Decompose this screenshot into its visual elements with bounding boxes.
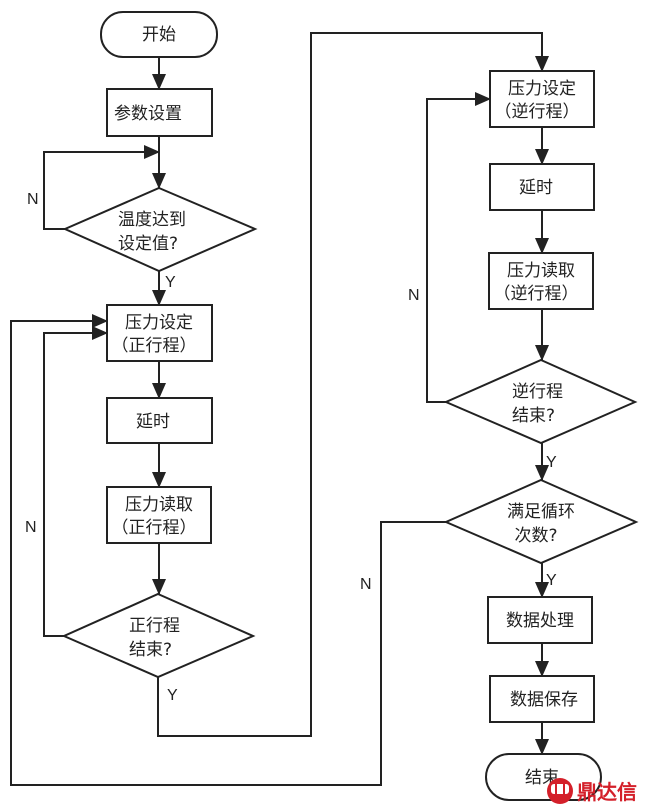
- node-rev-set: 压力设定 （逆行程）: [489, 70, 595, 128]
- process-data-box: [487, 596, 593, 644]
- rev-end-line2: 结束?: [512, 406, 555, 426]
- node-fwd-set: 压力设定 （正行程）: [106, 304, 213, 362]
- save-data-box: [489, 675, 595, 723]
- node-process-data: 数据处理: [487, 596, 593, 644]
- process-data-label: 数据处理: [506, 611, 574, 631]
- node-rev-read: 压力读取 （逆行程）: [488, 252, 594, 310]
- fwd-end-line1: 正行程: [129, 616, 180, 636]
- rev-delay-box: [489, 163, 595, 211]
- node-params: 参数设置: [106, 88, 213, 137]
- node-temp-check: 温度达到 设定值?: [62, 186, 258, 273]
- fwd-read-line2: （正行程）: [112, 518, 197, 538]
- watermark-logo-icon: [547, 778, 573, 804]
- rev-end-diamond: [443, 358, 638, 445]
- rev-set-box: [489, 70, 595, 128]
- rev-delay-label: 延时: [519, 178, 553, 198]
- params-box: [106, 88, 213, 137]
- rev-read-line1: 压力读取: [507, 261, 575, 281]
- fwd-set-line2: （正行程）: [112, 336, 197, 356]
- edge-labels: N Y N Y N Y N Y: [25, 191, 557, 704]
- watermark-text: 鼎达信: [577, 780, 637, 804]
- node-fwd-end: 正行程 结束?: [61, 592, 256, 679]
- rev-end-line1: 逆行程: [512, 382, 563, 402]
- cycle-check-line1: 满足循环: [507, 502, 575, 522]
- temp-check-line2: 设定值?: [118, 234, 178, 254]
- edge-temp-no-loop: [43, 145, 160, 230]
- label-temp-yes: Y: [165, 274, 176, 291]
- node-cycle-check: 满足循环 次数?: [443, 478, 639, 565]
- fwd-end-line2: 结束?: [129, 640, 172, 660]
- nodes: 开始 参数设置 温度达到 设定值? 压力设定 （正行程） 延时 压力读取 （正行…: [61, 11, 639, 801]
- fwd-end-diamond: [61, 592, 256, 679]
- node-save-data: 数据保存: [489, 675, 595, 723]
- node-rev-end: 逆行程 结束?: [443, 358, 638, 445]
- rev-set-line2: （逆行程）: [495, 102, 580, 122]
- node-rev-delay: 延时: [489, 163, 595, 211]
- label-cycle-no: N: [360, 576, 372, 593]
- fwd-delay-label: 延时: [136, 412, 170, 432]
- label-fwd-no: N: [25, 519, 37, 536]
- node-fwd-delay: 延时: [106, 397, 213, 444]
- label-fwd-yes: Y: [167, 687, 178, 704]
- fwd-delay-box: [106, 397, 213, 444]
- node-fwd-read: 压力读取 （正行程）: [106, 486, 212, 544]
- edge-revend-no-loop: [426, 92, 491, 403]
- connectors: [10, 32, 549, 786]
- node-start: 开始: [100, 11, 218, 58]
- label-cycle-yes: Y: [546, 572, 557, 589]
- save-data-label: 数据保存: [510, 690, 578, 710]
- cycle-check-diamond: [443, 478, 639, 565]
- label-rev-yes: Y: [546, 454, 557, 471]
- fwd-set-line1: 压力设定: [125, 313, 193, 333]
- edge-fwdend-no-loop: [43, 326, 108, 637]
- fwd-read-box: [106, 486, 212, 544]
- fwd-set-box: [106, 304, 213, 362]
- cycle-check-line2: 次数?: [514, 526, 557, 546]
- start-terminal-shape: [100, 11, 218, 58]
- rev-set-line1: 压力设定: [508, 79, 576, 99]
- edge-fwdend-yes: [157, 32, 549, 737]
- label-rev-no: N: [408, 287, 420, 304]
- rev-read-line2: （逆行程）: [494, 284, 579, 304]
- params-label: 参数设置: [114, 104, 182, 124]
- watermark: 鼎达信: [547, 778, 637, 804]
- start-label: 开始: [142, 25, 176, 45]
- label-temp-no: N: [27, 191, 39, 208]
- rev-read-box: [488, 252, 594, 310]
- temp-check-line1: 温度达到: [118, 210, 186, 230]
- temp-check-diamond: [62, 186, 258, 273]
- edge-cycle-no: [10, 314, 446, 786]
- fwd-read-line1: 压力读取: [125, 495, 193, 515]
